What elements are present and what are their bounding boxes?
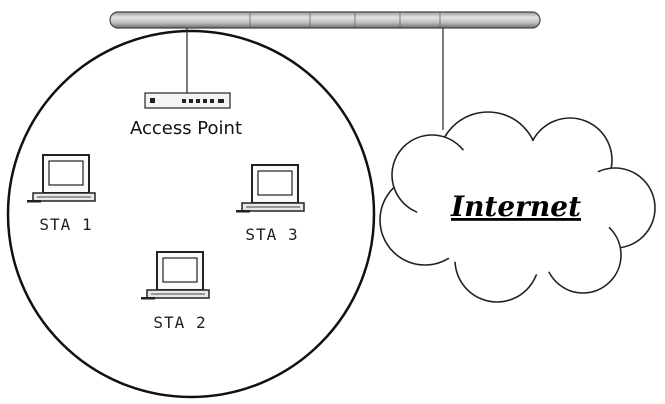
sta2-label: STA 2: [153, 313, 206, 332]
sta1-laptop-icon: [27, 154, 96, 203]
sta2-laptop-icon: [141, 251, 210, 300]
sta1-label: STA 1: [39, 215, 92, 234]
internet-cloud-icon: [379, 111, 656, 303]
access-point-icon: [144, 92, 231, 109]
coverage-area-circle: [6, 29, 376, 399]
backbone-pipe: [109, 11, 541, 29]
internet-label: Internet: [450, 190, 581, 223]
access-point-label: Access Point: [130, 118, 242, 139]
sta3-label: STA 3: [245, 225, 298, 244]
sta3-laptop-icon: [236, 164, 305, 213]
